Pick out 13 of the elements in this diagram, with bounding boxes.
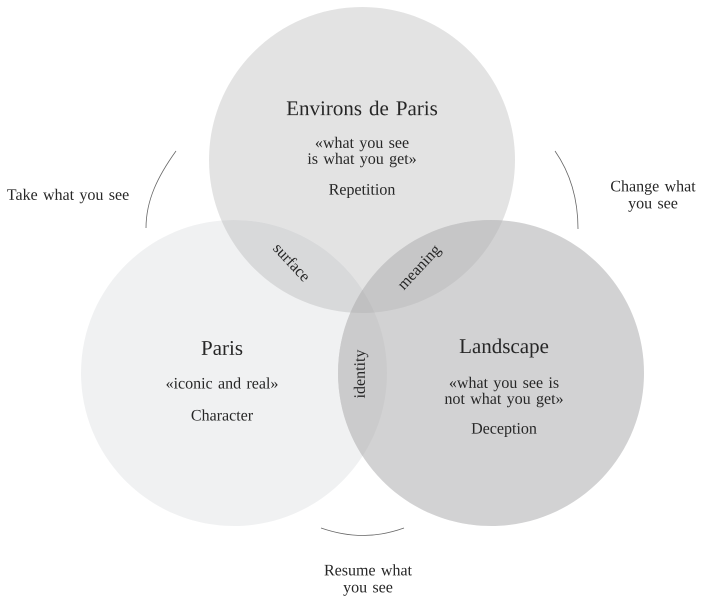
circle-title: Environs de Paris (286, 100, 438, 116)
keyword-text: Deception (472, 423, 537, 437)
side-label: Change what you see (611, 180, 696, 212)
overlap-label: identity (354, 350, 368, 398)
quote-text: «what you see is what you get» (308, 136, 416, 168)
keyword-text: Character (192, 409, 253, 421)
side-label: Resume what you see (324, 564, 412, 596)
side-label: Take what you see (7, 188, 129, 204)
quote-text: «what you see is not what you get» (444, 376, 563, 408)
circle-title: Paris (202, 340, 242, 356)
circle-title: Landscape (460, 338, 548, 358)
keyword-text: Repetition (329, 184, 396, 198)
quote-text: «iconic and real» (166, 377, 278, 389)
